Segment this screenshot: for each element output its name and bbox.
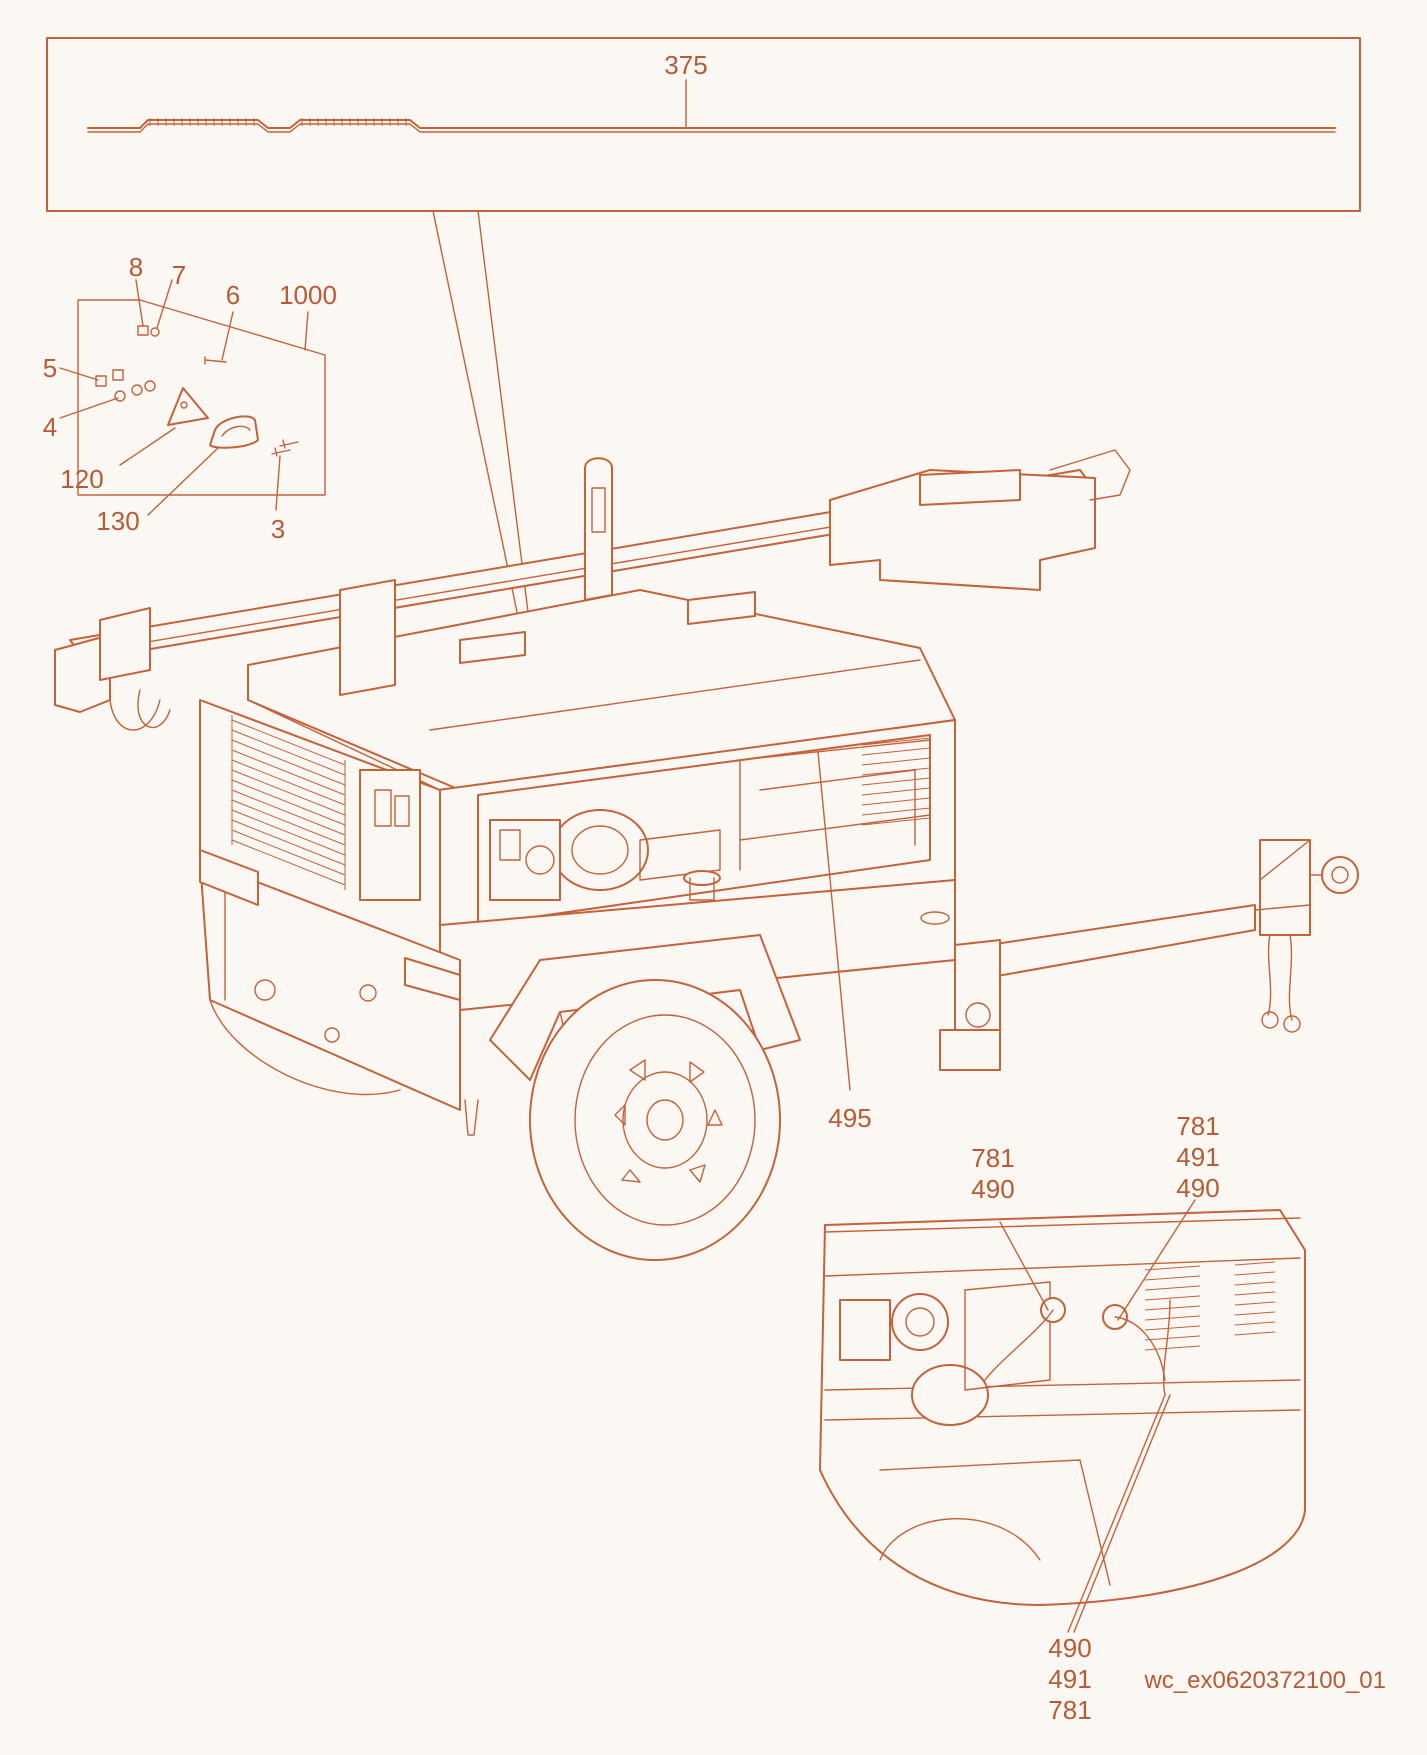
callout-495: 495 <box>828 1103 871 1133</box>
inset-bottom-callout-1: 490 <box>1048 1633 1091 1663</box>
callout-8: 8 <box>129 252 143 282</box>
callout-375: 375 <box>664 50 707 80</box>
cable-detail-box: 3 7 5 <box>46 37 1361 613</box>
callout-130: 130 <box>96 506 139 536</box>
callout-7: 7 <box>172 260 186 290</box>
cable-coil-1 <box>149 118 255 126</box>
inset-right-callout-2: 491 <box>1176 1142 1219 1172</box>
inset-right-callout-1: 781 <box>1176 1111 1219 1141</box>
callout-6: 6 <box>226 280 240 310</box>
callout-5: 5 <box>43 353 57 383</box>
callout-4: 4 <box>43 412 57 442</box>
inset-left-callout-2: 490 <box>971 1174 1014 1204</box>
callout-1000: 1000 <box>279 280 337 310</box>
reflector-bracket-detail: 8 7 6 1000 5 4 120 130 3 <box>43 252 337 544</box>
callout-3: 3 <box>271 514 285 544</box>
wiring-detail-inset: 781 490 781 491 490 490 491 781 <box>819 1111 1306 1725</box>
light-tower-trailer <box>54 449 1359 1261</box>
inset-bottom-callout-3: 781 <box>1048 1695 1091 1725</box>
document-id: wc_ex0620372100_01 <box>1143 1667 1386 1694</box>
cable-coil-2 <box>301 118 407 126</box>
side-louvers <box>231 715 346 890</box>
front-louvers <box>861 737 931 826</box>
inset-left-callout-1: 781 <box>971 1143 1014 1173</box>
inset-bottom-callout-2: 491 <box>1048 1664 1091 1694</box>
callout-120: 120 <box>60 464 103 494</box>
inset-louvers <box>1144 1261 1276 1351</box>
inset-right-callout-3: 490 <box>1176 1173 1219 1203</box>
